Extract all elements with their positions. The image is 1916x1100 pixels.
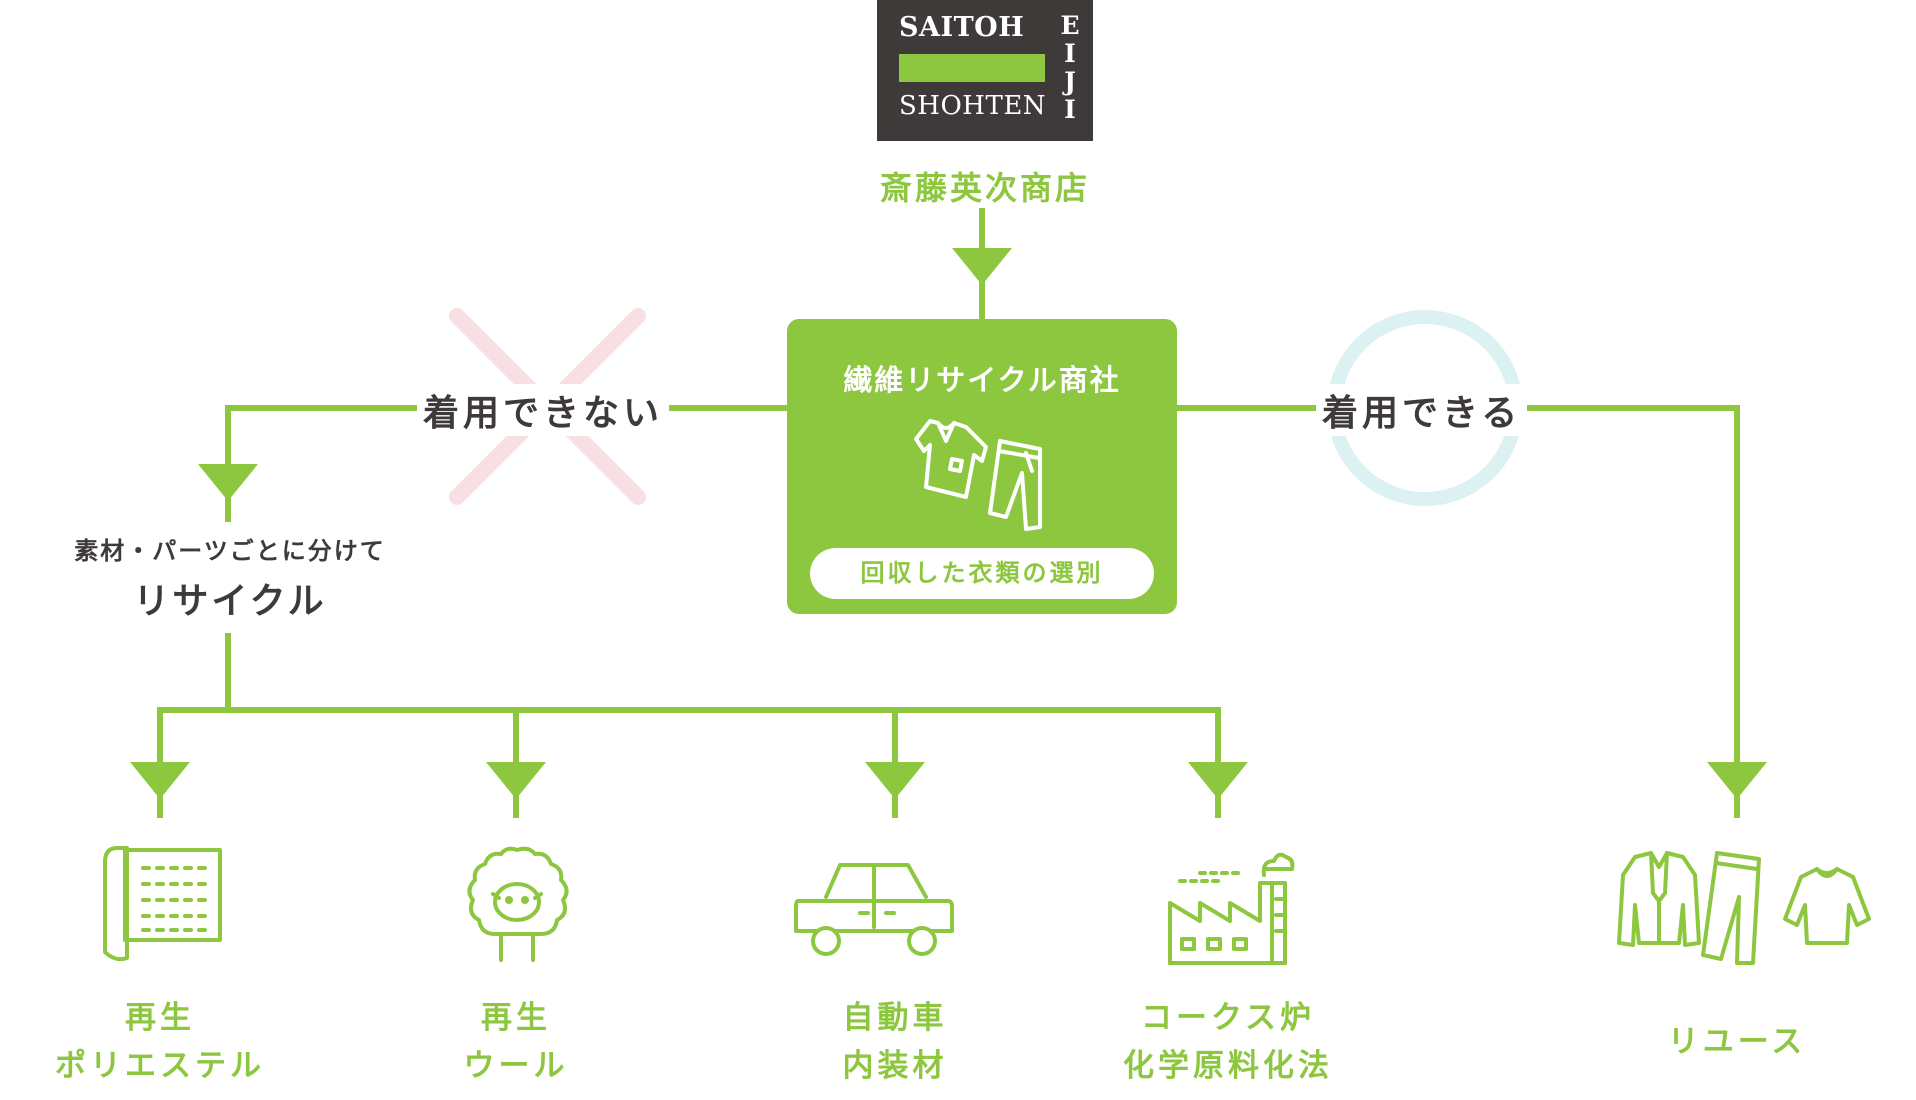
recycle-company-box: 繊維リサイクル商社 回収した衣類の選別 <box>787 319 1177 614</box>
logo-vertical-letter: EIJI <box>1060 11 1080 124</box>
logo-bar <box>899 54 1045 82</box>
company-logo: SAITOH SHOHTEN EIJI <box>877 0 1093 141</box>
arrow-output-4 <box>1188 762 1248 799</box>
output-label-coke-oven: コークス炉 化学原料化法 <box>1078 994 1378 1090</box>
sheep-icon <box>467 846 569 962</box>
output-label-reuse: リユース <box>1667 1024 1807 1060</box>
logo-text-top: SAITOH <box>899 12 1025 43</box>
arrow-output-3 <box>865 762 925 799</box>
output-label-wool: 再生 ウール <box>386 994 646 1090</box>
jacket-icon <box>1617 851 1701 947</box>
car-icon <box>794 863 954 956</box>
arrow-left <box>198 464 258 501</box>
output-label-car-interior: 自動車 内装材 <box>765 994 1025 1090</box>
sweater-icon <box>1783 867 1871 945</box>
output-label-polyester: 再生 ポリエステル <box>30 994 290 1090</box>
arrow-output-1 <box>130 762 190 799</box>
sorting-pill: 回収した衣類の選別 <box>810 548 1154 599</box>
clothing-set-icon <box>1617 851 1871 965</box>
logo-text-vertical: EIJI <box>1053 12 1087 124</box>
output-label-line1: 自動車 <box>842 1000 948 1036</box>
box-title: 繊維リサイクル商社 <box>843 363 1121 397</box>
output-label-line1: 再生 <box>481 1000 551 1036</box>
arrow-reuse <box>1707 762 1767 799</box>
output-label-line2: ポリエステル <box>55 1048 265 1084</box>
output-label-line1: 再生 <box>125 1000 195 1036</box>
recycle-description: 素材・パーツごとに分けて <box>74 537 386 565</box>
branch-label-not-wearable: 着用できない <box>417 384 670 436</box>
clothes-icons <box>914 419 1042 531</box>
trousers-icon <box>1701 851 1761 965</box>
company-name: 斎藤英次商店 <box>879 169 1090 207</box>
pants-icon <box>988 439 1042 531</box>
output-label-line2: ウール <box>463 1048 569 1084</box>
recycle-title: リサイクル <box>133 581 327 622</box>
fabric-roll-icon <box>103 846 222 962</box>
output-label-line2: 化学原料化法 <box>1123 1048 1333 1084</box>
output-label-line1: コークス炉 <box>1140 1000 1316 1036</box>
shirt-icon <box>914 419 988 499</box>
logo-text-bottom: SHOHTEN <box>899 91 1047 121</box>
output-label-line2: 内装材 <box>842 1048 948 1084</box>
arrow-into-box <box>952 248 1012 285</box>
factory-icon <box>1168 852 1295 965</box>
branch-label-wearable: 着用できる <box>1316 384 1528 436</box>
arrow-output-2 <box>486 762 546 799</box>
